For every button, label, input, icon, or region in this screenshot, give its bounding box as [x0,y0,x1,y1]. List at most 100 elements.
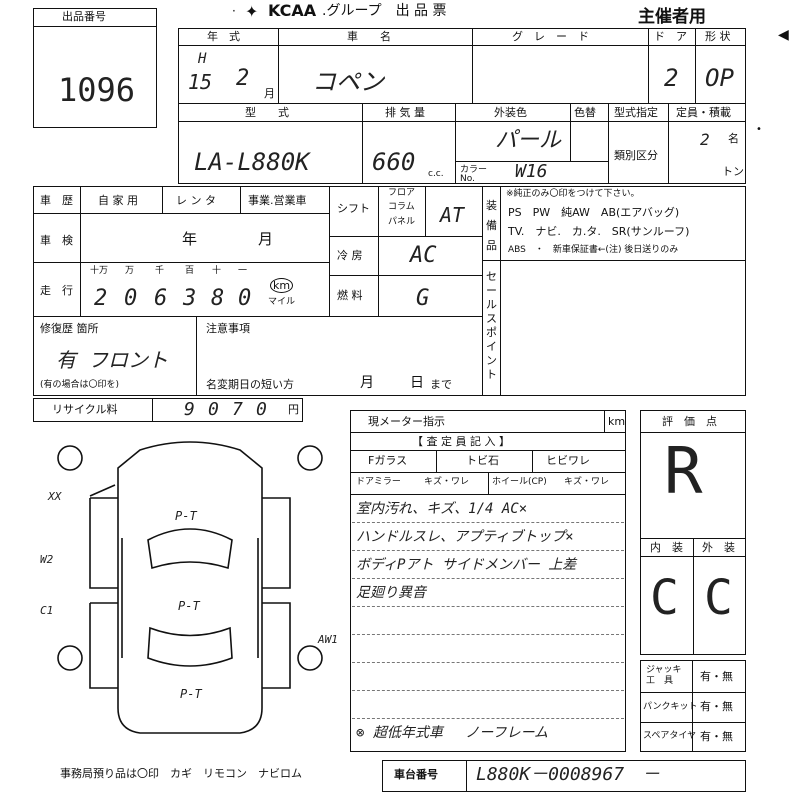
doors-label: ド ア [654,30,687,43]
puncture-label: パンクキット [643,702,698,712]
comment-line: ハンドルスレ、アプティブトップ× [356,529,574,545]
equipment-row-3: ABS ・ 新車保証書←(注) 後日送りのみ [508,245,679,255]
name-change-month-unit: 月 [360,375,374,391]
meter-label: 現メーター指示 [368,415,445,428]
spare-label: スペアタイヤ [643,731,697,741]
floor-label: フロア [388,188,416,198]
chassis-value: L880K－0008967 － [476,764,661,785]
jack-label: ジャッキ 工 具 [646,665,682,686]
exterior-value: C [704,570,733,626]
model-label: 型 式 [245,106,289,119]
car-name: コペン [312,68,384,96]
digit-unit: 十万 [90,266,109,276]
lot-number-box [33,8,157,128]
year-label: 年 式 [207,30,240,43]
organizer-label: 主催者用 [638,7,706,27]
interior-value: C [650,570,679,626]
recycle-label: リサイクル料 [52,403,118,416]
color-no-value: W16 [515,161,548,182]
mile-label: マイル [268,297,296,307]
damage-mark: C1 [40,604,54,617]
mileage-digit: 0 [124,286,138,311]
leaf-logo-icon: ✦ [245,2,259,21]
capacity-label: 定員・積載 [676,106,731,119]
inspection-label: 車 検 [40,234,73,247]
year-era: H [198,51,207,67]
mileage-digit: 6 [154,286,168,311]
fuel-label: 燃 料 [337,289,363,302]
comment-line: ボディPアト サイドメンバー 上差 [356,557,577,573]
damage-mark: XX [48,490,62,503]
shift-label: シフト [337,202,370,215]
damage-mark: P-T [175,509,197,523]
equipment-row-2: TV. ナビ. カ.タ. SR(サンルーフ) [508,225,690,238]
equipment-note: ※純正のみ〇印をつけて下さい。 [506,189,640,199]
mirror-label: ドアミラー [356,477,401,487]
repair-value: 有 フロント [56,348,169,372]
recycle-digit: 7 [232,399,243,420]
business-label: 事業.営業車 [248,194,307,207]
inspection-year-unit: 年 [182,230,198,248]
wheel-options: キズ・ワレ [564,477,610,487]
mirror-options: キズ・ワレ [424,477,470,487]
car-body-diagram [57,441,323,734]
lot-number: 1096 [58,71,136,109]
panel-label: パネル [388,217,416,227]
repaint-label: 色替 [574,106,596,119]
mileage-digit: 2 [94,286,108,311]
digit-unit: 一 [238,266,248,276]
interior-label: 内 装 [650,541,683,554]
recycle-digit: 0 [256,399,267,420]
history-box [33,186,746,396]
score-label: 評 価 点 [662,415,717,428]
classification-label: 類別区分 [614,149,658,162]
dot-icon: · [232,4,236,18]
comment-line: 室内汚れ、キズ、1/4 AC× [356,501,528,517]
year-value: 15 [188,70,213,94]
model-value: LA-L880K [194,148,310,176]
wheel-label: ホイール(CP) [492,477,547,487]
color-no-label: カラー No. [460,165,488,184]
digit-unit: 百 [185,266,195,276]
mileage-digit: 3 [183,286,197,311]
damage-mark: P-T [178,599,200,613]
displacement-value: 660 [372,148,416,176]
recycle-digit: 9 [184,399,195,420]
puncture-options: 有・無 [700,700,733,713]
score-value: R [664,435,703,509]
equipment-vertical-label: 装備品 [486,199,497,252]
model-designation-label: 型式指定 [614,106,658,119]
glass-label: Fガラス [368,454,408,467]
color-label: 外装色 [494,106,527,119]
shift-value: AT [440,203,465,227]
month-unit: 月 [264,87,275,100]
cc-unit: c.c. [428,169,444,179]
inspection-month-unit: 月 [258,230,274,248]
until-label: まで [430,378,452,391]
rental-label: レ ン タ [176,194,216,207]
jack-options: 有・無 [700,670,733,683]
repair-note: (有の場合は〇印を) [40,380,120,390]
digit-unit: 万 [125,266,135,276]
recycle-box [33,398,303,422]
shape-label: 形 状 [705,30,731,43]
grade-label: グ レ ー ド [512,30,589,43]
notes-label: 注意事項 [206,322,250,335]
displacement-label: 排 気 量 [385,106,425,119]
km-label: km [270,278,294,293]
chassis-box [382,760,746,792]
equipment-row-1: PS PW 純AW AB(エアバッグ) [508,206,680,219]
name-label: 車 名 [347,30,391,43]
history-label: 車 歴 [40,194,73,207]
comment-line: 足廻り異音 [356,585,426,601]
exterior-label: 外 装 [702,541,735,554]
inspector-title: 【 査 定 員 記 入 】 [412,435,510,448]
damage-mark: P-T [180,687,202,701]
car-info-box [178,28,746,184]
private-use-label: 自 家 用 [98,194,138,207]
mileage-digit: 0 [238,286,252,311]
damage-mark: W2 [40,553,54,566]
meter-unit: km [608,415,626,428]
name-change-label: 名変期日の短い方 [206,378,294,391]
arrow-marker-icon: ◀ [778,27,789,43]
